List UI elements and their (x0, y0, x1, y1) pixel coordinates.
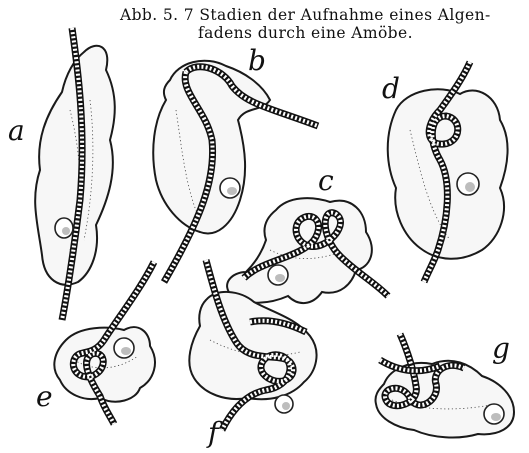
stage-c: c (227, 164, 388, 303)
label-f: f (206, 416, 223, 449)
label-c: c (318, 164, 334, 197)
stage-a (35, 28, 115, 320)
amoeba-g-body (375, 361, 514, 438)
label-d: d (382, 72, 400, 105)
label-b: b (248, 44, 266, 77)
label-a: a (8, 114, 25, 147)
amoeba-f-body (189, 292, 316, 399)
stage-g: g (375, 332, 514, 437)
label-e: e (36, 380, 53, 413)
stage-d: d (382, 62, 508, 282)
stage-e: e (36, 262, 155, 424)
label-g: g (492, 332, 510, 365)
